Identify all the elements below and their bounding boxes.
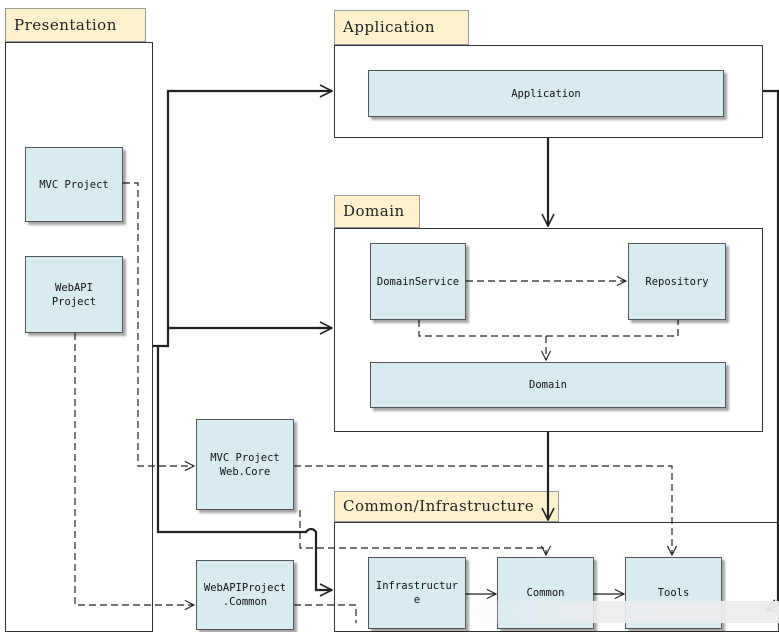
presentation-to-infrastructure-line	[156, 346, 332, 590]
mvc-to-webcore-line	[123, 182, 194, 466]
webapi-to-webapi-common-line	[74, 333, 194, 605]
application-tab: Application	[334, 10, 469, 45]
watermark-overlay	[459, 601, 779, 623]
mvc-web-core-node: MVC Project Web.Core	[196, 419, 294, 510]
application-to-right-line	[763, 89, 779, 610]
services-to-domain-line	[418, 320, 679, 360]
repository-node: Repository	[628, 243, 726, 320]
webcore-to-common-line	[299, 510, 546, 555]
presentation-to-application-line	[166, 91, 332, 328]
domain-node: Domain	[370, 362, 726, 408]
presentation-to-domain-line	[153, 328, 332, 348]
mvc-project-node: MVC Project	[25, 147, 123, 222]
webcore-to-tools-line	[294, 465, 672, 555]
presentation-tab: Presentation	[5, 8, 146, 42]
webapi-project-node: WebAPI Project	[25, 256, 123, 333]
application-frame	[334, 45, 763, 138]
domain-service-node: DomainService	[370, 243, 466, 320]
infrastructure-node: Infrastructur e	[368, 557, 466, 629]
webapi-common-node: WebAPIProject .Common	[196, 560, 294, 630]
application-node: Application	[368, 70, 724, 117]
common-infrastructure-tab: Common/Infrastructure	[334, 491, 559, 522]
domain-tab: Domain	[334, 195, 420, 228]
domain-frame	[334, 228, 763, 432]
webapi-common-to-infra-line	[294, 604, 357, 623]
